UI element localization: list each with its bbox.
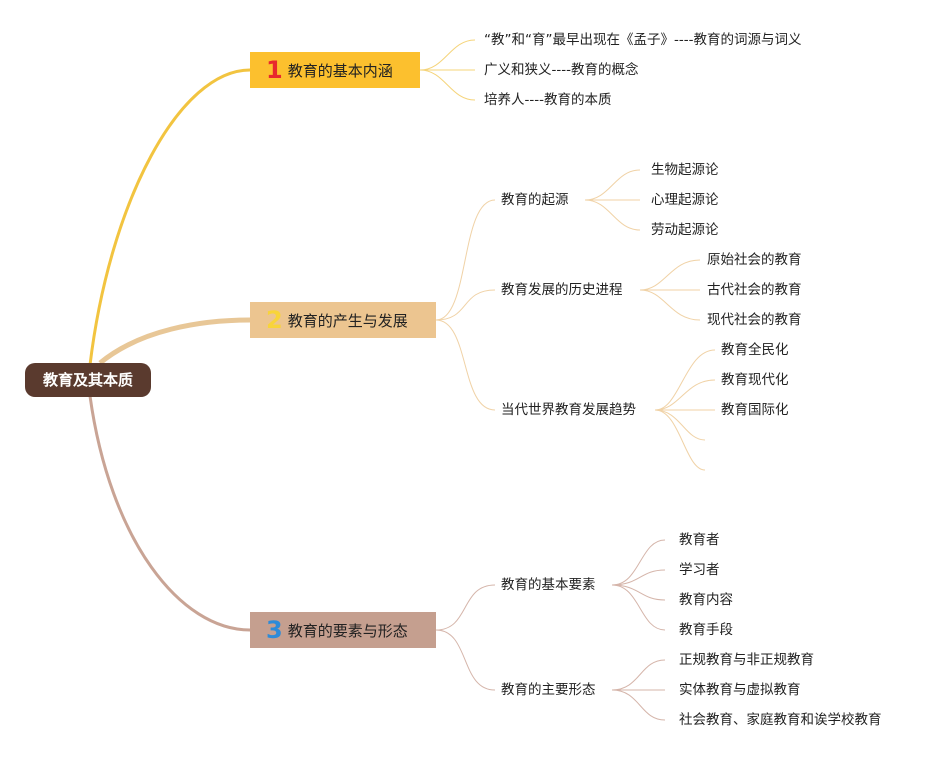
number-1-icon: 1 (266, 56, 283, 84)
leaf-node[interactable]: 教育全民化 (721, 342, 789, 358)
leaf-node[interactable]: 广义和狭义----教育的概念 (484, 62, 639, 78)
leaf-node[interactable]: 教育手段 (679, 622, 733, 638)
branch-1-node[interactable]: 1 教育的基本内涵 (250, 52, 420, 88)
leaf-node[interactable]: 教育内容 (679, 592, 733, 608)
links-b2 (435, 169, 716, 471)
leaf-node[interactable]: 古代社会的教育 (707, 282, 802, 298)
leaf-node[interactable]: 教育现代化 (721, 372, 789, 388)
leaf-node[interactable]: “教”和“育”最早出现在《孟子》----教育的词源与词义 (484, 32, 802, 48)
sub-node[interactable]: 当代世界教育发展趋势 (501, 402, 636, 418)
link-root-b2 (98, 317, 251, 365)
leaf-node[interactable]: 实体教育与虚拟教育 (679, 682, 801, 698)
branch-3-node[interactable]: 3 教育的要素与形态 (250, 612, 436, 648)
sub-node[interactable]: 教育的起源 (501, 192, 569, 208)
branch-3-label: 教育的要素与形态 (287, 621, 408, 640)
branch-2-node[interactable]: 2 教育的产生与发展 (250, 302, 436, 338)
leaf-node[interactable]: 心理起源论 (651, 192, 719, 208)
links-b3 (435, 539, 666, 721)
leaf-node[interactable]: 正规教育与非正规教育 (679, 652, 814, 668)
leaf-node[interactable]: 原始社会的教育 (707, 252, 802, 268)
sub-node[interactable]: 教育的基本要素 (501, 577, 596, 593)
leaf-node[interactable]: 现代社会的教育 (707, 312, 802, 328)
leaf-node[interactable]: 社会教育、家庭教育和诶学校教育 (679, 712, 882, 728)
links-b1 (419, 39, 476, 101)
branch-2-label: 教育的产生与发展 (287, 311, 408, 330)
number-3-icon: 3 (266, 616, 283, 644)
link-root-b3 (88, 395, 251, 632)
leaf-node[interactable]: 生物起源论 (651, 162, 719, 178)
sub-node[interactable]: 教育的主要形态 (501, 682, 596, 698)
number-2-icon: 2 (266, 306, 283, 334)
branch-1-label: 教育的基本内涵 (287, 61, 393, 80)
sub-node[interactable]: 教育发展的历史进程 (501, 282, 623, 298)
leaf-node[interactable]: 教育者 (679, 532, 720, 548)
link-root-b1 (88, 68, 251, 366)
leaf-node[interactable]: 学习者 (679, 562, 720, 578)
root-node[interactable]: 教育及其本质 (25, 363, 151, 397)
leaf-node[interactable]: 教育国际化 (721, 402, 789, 418)
leaf-node[interactable]: 培养人----教育的本质 (484, 92, 612, 108)
leaf-node[interactable]: 劳动起源论 (651, 222, 719, 238)
